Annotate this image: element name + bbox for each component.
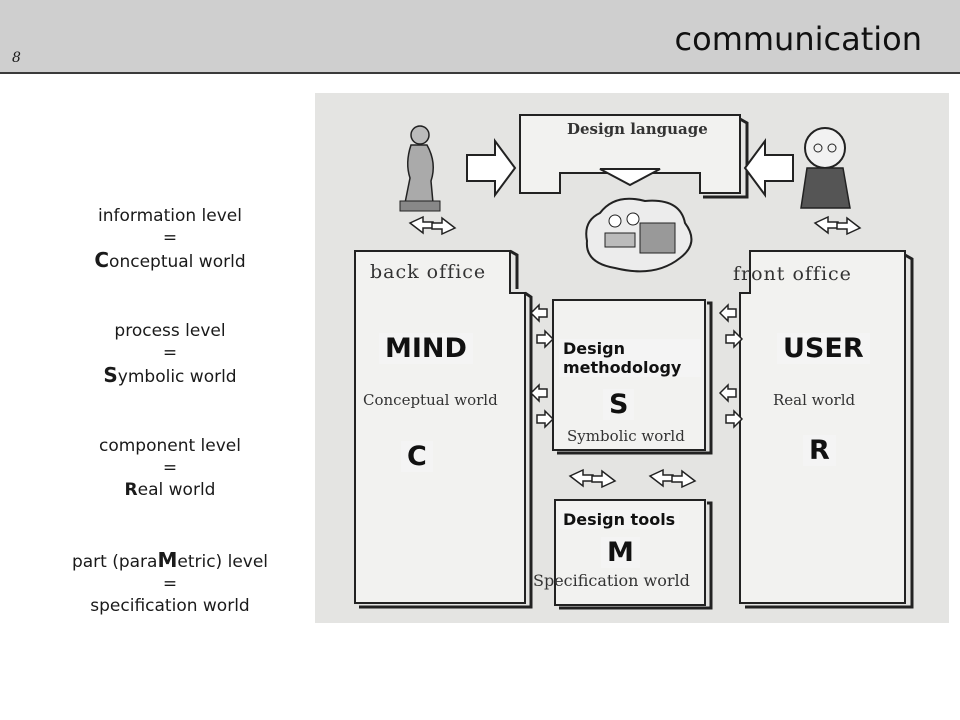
s-label: S — [603, 389, 635, 420]
machine-cloud-icon — [585, 197, 693, 273]
back-office-label: back office — [370, 261, 487, 283]
design-language-label: Design language — [567, 120, 708, 138]
design-tools-shadow — [559, 501, 713, 610]
level-label: information level — [98, 206, 242, 226]
m-label: M — [601, 537, 640, 568]
design-language-box — [519, 114, 741, 194]
level-equals: = — [162, 343, 178, 363]
back-office-box — [354, 250, 526, 604]
level-component: component level = Real world — [40, 435, 300, 501]
level-label-pre: part (para — [71, 552, 158, 572]
level-world: Real world — [40, 479, 300, 501]
design-methodology-label: Design methodology — [559, 339, 701, 377]
small-arrows-left-icon — [408, 215, 457, 236]
big-arrow-left-icon — [743, 137, 794, 199]
design-language-shadow — [703, 117, 749, 199]
level-label-post: etric) level — [177, 552, 269, 572]
front-office-box — [739, 250, 906, 604]
design-methodology-shadow — [557, 301, 713, 455]
back-office-shadow — [359, 249, 533, 609]
world-rest: ymbolic world — [117, 367, 237, 387]
world-initial: C — [94, 248, 110, 272]
slide-header: communication 8 — [0, 0, 960, 74]
world-rest: eal world — [137, 480, 216, 500]
mind-label: MIND — [379, 333, 473, 364]
front-office-label: front office — [733, 263, 852, 285]
level-label: process level — [114, 321, 226, 341]
level-equals: = — [162, 458, 178, 478]
user-label: USER — [777, 333, 870, 364]
specification-world-label: Specification world — [533, 571, 690, 590]
level-world: specification world — [90, 596, 250, 616]
world-rest: onceptual world — [109, 252, 246, 272]
level-process: process level = Symbolic world — [40, 320, 300, 388]
r-label: R — [803, 435, 836, 466]
slide-title: communication — [674, 20, 922, 58]
world-initial: M — [157, 548, 178, 572]
big-arrow-right-icon — [466, 137, 517, 199]
level-world: Symbolic world — [40, 364, 300, 388]
world-initial: R — [124, 480, 138, 500]
conceptual-world-label: Conceptual world — [363, 391, 498, 409]
level-information: information level = Conceptual world — [40, 205, 300, 273]
funnel-triangle — [599, 168, 661, 187]
level-equals: = — [162, 228, 178, 248]
user-figure-icon — [800, 127, 851, 209]
side-arrows-right-icon — [718, 303, 744, 429]
page-number: 8 — [12, 50, 21, 66]
design-diagram: Design language back office front office… — [315, 93, 949, 623]
symbolic-world-label: Symbolic world — [567, 427, 685, 445]
thinker-figure-icon — [399, 125, 441, 212]
middle-arrows-icon — [568, 468, 697, 489]
front-office-shadow — [745, 253, 914, 609]
design-tools-label: Design tools — [559, 510, 680, 529]
level-part: part (paraMetric) level = specification … — [40, 549, 300, 617]
level-label: part (paraMetric) level — [40, 549, 300, 573]
world-initial: S — [103, 363, 118, 387]
level-label: component level — [98, 436, 241, 456]
c-label: C — [401, 441, 433, 472]
level-world: Conceptual world — [40, 249, 300, 273]
real-world-label: Real world — [773, 391, 856, 409]
small-arrows-right-icon — [813, 215, 862, 236]
level-equals: = — [162, 574, 178, 594]
side-arrows-left-icon — [529, 303, 555, 429]
